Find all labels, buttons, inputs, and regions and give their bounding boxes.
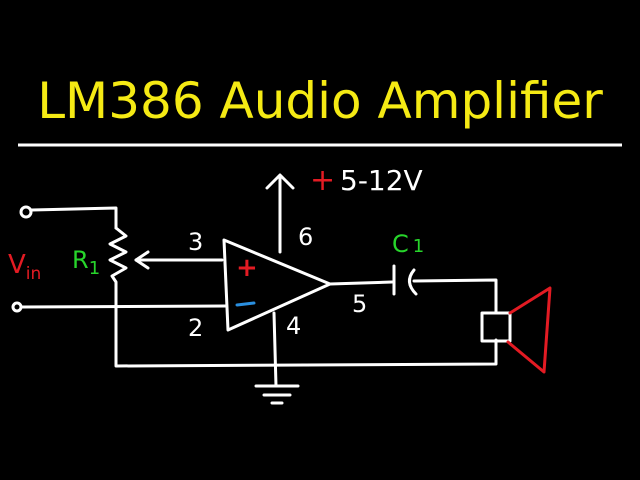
page-title: LM386 Audio Amplifier bbox=[37, 72, 603, 130]
supply-plus-sign: + bbox=[310, 163, 335, 198]
pin-5-label: 5 bbox=[352, 290, 367, 318]
input-terminal-top bbox=[19, 205, 33, 219]
speaker-icon bbox=[480, 286, 552, 374]
pin-3-label: 3 bbox=[188, 228, 203, 256]
input-terminal-bottom bbox=[11, 301, 23, 313]
supply-arrow bbox=[265, 173, 295, 254]
ground-symbol bbox=[254, 311, 300, 405]
vin-label: Vin bbox=[8, 250, 41, 284]
r1-label: R1 bbox=[72, 246, 100, 279]
potentiometer-r1 bbox=[108, 226, 224, 308]
lm386-opamp bbox=[222, 238, 332, 332]
capacitor-c1 bbox=[392, 264, 498, 314]
pin-4-label: 4 bbox=[286, 312, 301, 340]
supply-voltage-label: 5-12V bbox=[340, 164, 423, 197]
noninverting-input-sign: + bbox=[236, 253, 258, 283]
inverting-input-sign bbox=[235, 301, 256, 307]
wire-input-top bbox=[30, 206, 118, 230]
pin-2-label: 2 bbox=[188, 314, 203, 342]
pin-6-label: 6 bbox=[298, 223, 313, 251]
output-wire bbox=[328, 280, 394, 286]
wire-input-bottom bbox=[20, 304, 498, 368]
